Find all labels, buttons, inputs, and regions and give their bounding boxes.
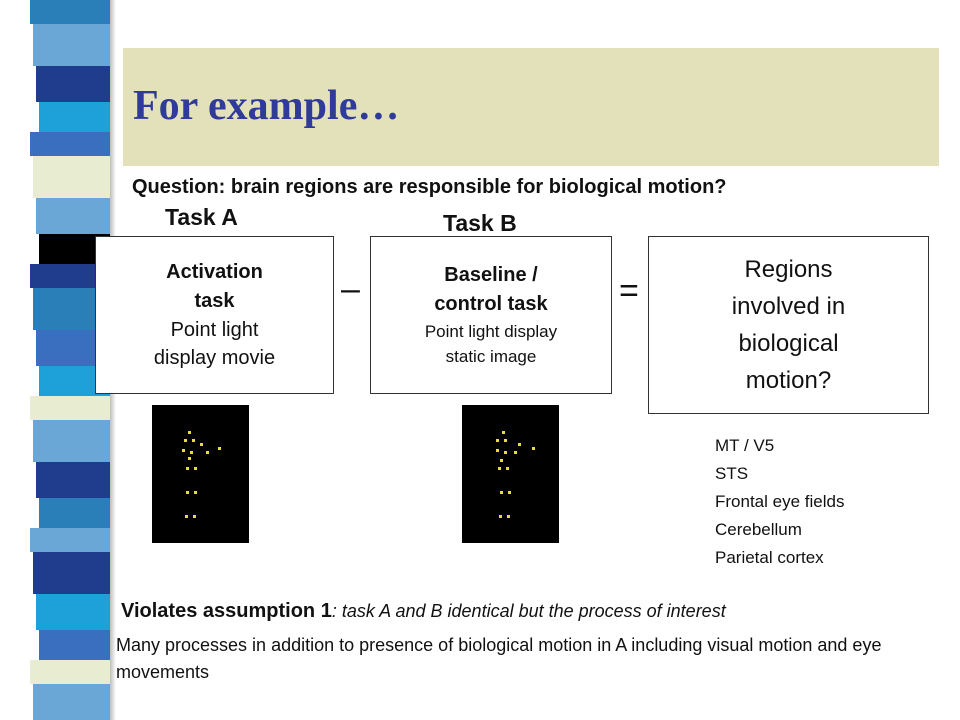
baseline-task-line2: control task — [434, 293, 548, 315]
region-item: Cerebellum — [715, 520, 802, 539]
baseline-task-line3: Point light display — [424, 322, 558, 341]
result-line2: involved in — [731, 293, 846, 320]
baseline-task-line4: static image — [445, 347, 537, 366]
region-item: Frontal eye fields — [715, 492, 845, 511]
equals-operator: = — [619, 272, 639, 310]
activation-task-line4: display movie — [153, 347, 276, 369]
title-band — [123, 48, 939, 166]
result-regions-box: Regions involved in biological motion? — [648, 236, 929, 414]
regions-list: MT / V5 STS Frontal eye fields Cerebellu… — [715, 432, 844, 572]
region-item: MT / V5 — [715, 436, 775, 455]
violates-assumption-heading: Violates assumption 1 — [121, 600, 332, 622]
baseline-task-line1: Baseline / — [444, 264, 538, 286]
question-text: Question: brain regions are responsible … — [132, 176, 727, 198]
task-a-label: Task A — [165, 204, 238, 230]
activation-task-line1: Activation — [166, 261, 263, 283]
baseline-task-box: Baseline / control task Point light disp… — [370, 236, 612, 394]
activation-task-line3: Point light — [170, 319, 259, 341]
point-light-static-image — [462, 405, 559, 543]
activation-task-line2: task — [194, 290, 235, 312]
point-light-movie-image — [152, 405, 249, 543]
minus-operator: – — [341, 270, 360, 308]
violates-assumption-detail: : task A and B identical but the process… — [331, 601, 726, 621]
note-text: Many processes in addition to presence o… — [116, 635, 882, 682]
violates-assumption-text: Violates assumption 1: task A and B iden… — [121, 600, 726, 623]
result-line4: motion? — [745, 367, 832, 394]
region-item: STS — [715, 464, 749, 483]
decorative-stripe-bar — [30, 0, 110, 720]
result-line1: Regions — [744, 256, 833, 283]
region-item: Parietal cortex — [715, 548, 824, 567]
task-b-label: Task B — [443, 210, 517, 236]
slide-title: For example… — [133, 83, 400, 129]
activation-task-box: Activation task Point light display movi… — [95, 236, 334, 394]
result-line3: biological — [738, 330, 839, 357]
